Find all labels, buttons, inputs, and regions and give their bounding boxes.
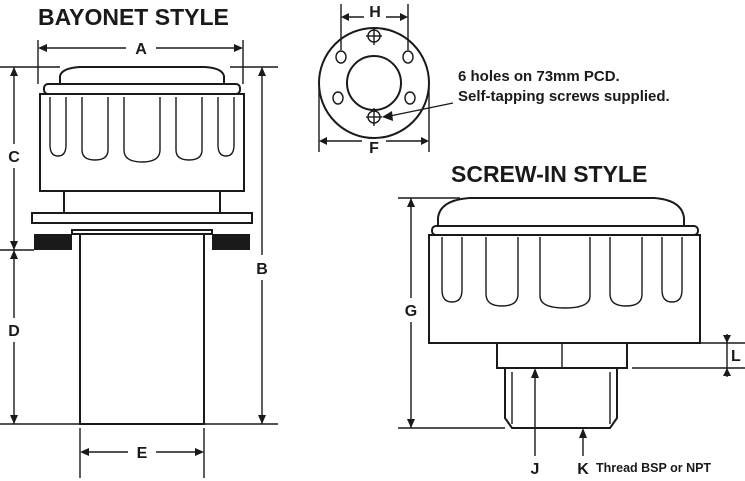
dimension-g: G [398, 197, 505, 429]
label-a: A [135, 41, 147, 58]
thread-note: Thread BSP or NPT [596, 461, 711, 475]
label-h: H [369, 4, 381, 21]
screw-thread [504, 367, 618, 429]
label-e: E [137, 445, 148, 462]
screw-cap [428, 197, 701, 344]
bayonet-neck [31, 190, 253, 224]
screw-title: SCREW-IN STYLE [451, 161, 647, 187]
label-c: C [8, 149, 20, 166]
holes-note-line1: 6 holes on 73mm PCD. [458, 68, 620, 85]
label-f: F [369, 140, 379, 157]
holes-note-line2: Self-tapping screws supplied. [458, 88, 670, 105]
dimension-a: A [37, 40, 244, 84]
bayonet-title: BAYONET STYLE [38, 4, 229, 30]
label-l: L [731, 348, 741, 365]
label-j: J [531, 461, 540, 478]
label-d: D [8, 323, 20, 340]
dimension-e: E [79, 428, 205, 478]
dimension-h: H [340, 4, 409, 50]
label-b: B [256, 261, 268, 278]
flange-top-view [318, 27, 430, 139]
dimension-k: K [577, 428, 589, 478]
bayonet-cap [39, 66, 245, 192]
dimension-j: J [531, 368, 540, 478]
dimension-f: F [318, 88, 430, 157]
dimension-b: B [204, 66, 278, 425]
holes-note-leader [382, 102, 454, 121]
dimension-l: L [632, 334, 745, 377]
dimension-c-d: C D [0, 66, 80, 425]
bayonet-tube [79, 233, 205, 425]
screw-nut [496, 342, 628, 369]
label-g: G [405, 303, 417, 320]
label-k: K [577, 461, 589, 478]
